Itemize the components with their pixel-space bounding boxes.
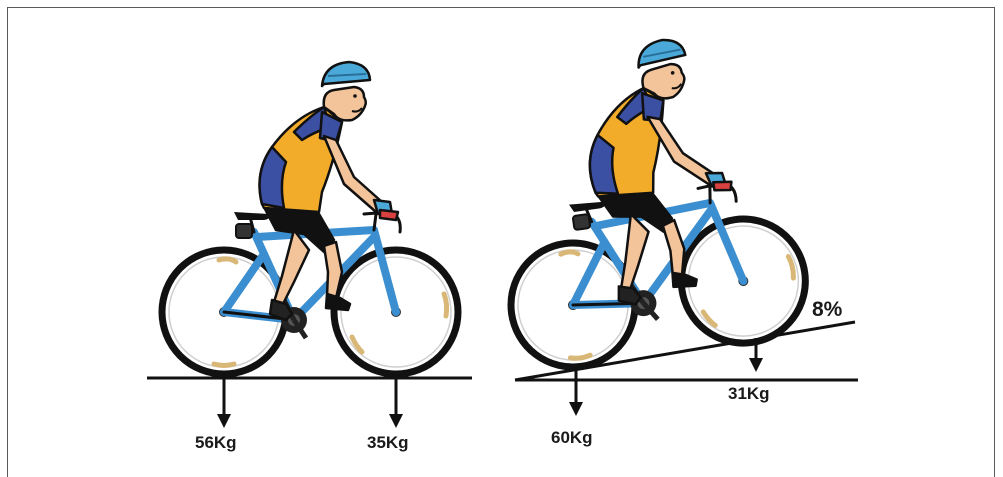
left-scene: [147, 62, 472, 428]
right-scene: [477, 25, 858, 416]
cyclist-flat: [162, 62, 458, 374]
right-front-load-label: 60Kg: [551, 428, 593, 448]
front-load-arrow-uphill: [569, 368, 583, 416]
left-rear-load-label: 35Kg: [367, 433, 409, 453]
front-load-arrow: [217, 376, 231, 428]
rear-load-arrow: [389, 376, 403, 428]
slope-percent-label: 8%: [812, 298, 842, 322]
cyclist-uphill: [477, 25, 814, 375]
left-front-load-label: 56Kg: [195, 433, 237, 453]
right-rear-load-label: 31Kg: [728, 384, 770, 404]
